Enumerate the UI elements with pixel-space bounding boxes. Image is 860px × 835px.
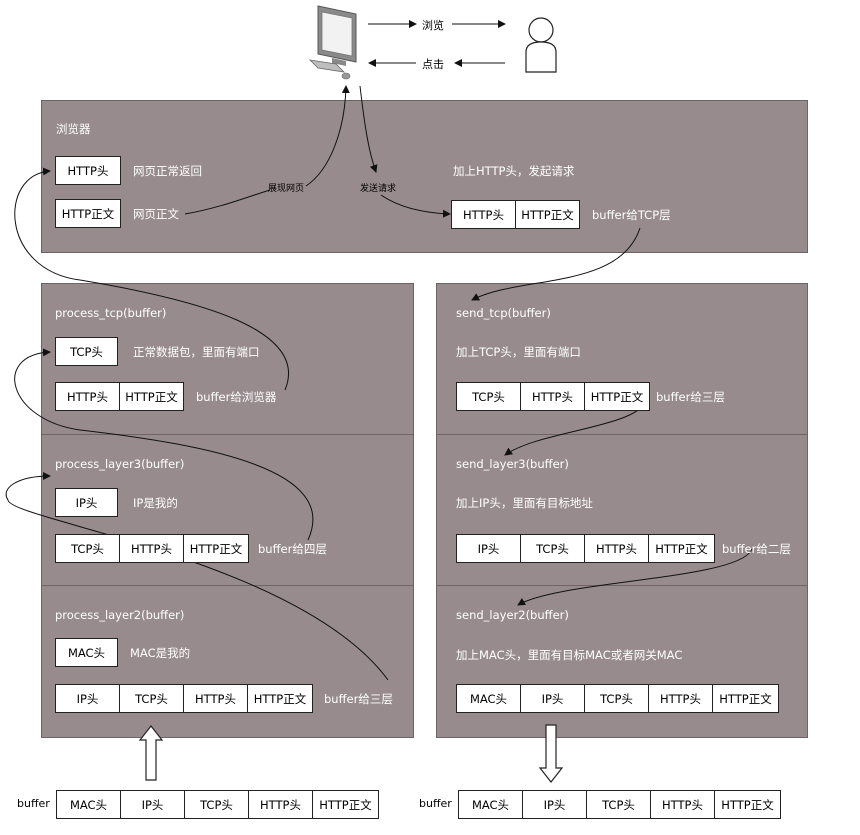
send-tcp-desc: 加上TCP头，里面有端口 (456, 345, 581, 359)
recv-l2-title: process_layer2(buffer) (55, 608, 185, 622)
add-http-header-desc: 加上HTTP头，发起请求 (453, 164, 575, 178)
recv-tcp-title: process_tcp(buffer) (55, 306, 167, 320)
ip-head-box: IP头 (55, 488, 118, 517)
packet-cell: HTTP头 (184, 685, 248, 712)
mac-head-cell: MAC头 (67, 645, 106, 660)
send-l3-note: buffer给二层 (722, 542, 791, 556)
packet-cell: TCP头 (457, 383, 521, 410)
recv-tcp-note: buffer给浏览器 (196, 390, 277, 404)
send-tcp-note: buffer给三层 (656, 390, 725, 404)
http-body-desc: 网页正文 (133, 207, 179, 221)
packet-cell: HTTP头 (585, 535, 649, 562)
packet-cell: TCP头 (587, 791, 651, 818)
http-head-cell: HTTP头 (67, 163, 109, 178)
packet-cell: TCP头 (56, 535, 120, 562)
packet-cell: TCP头 (585, 685, 649, 712)
http-head-box: HTTP头 (55, 156, 121, 185)
packet-cell: IP头 (457, 535, 521, 562)
bottom-left-buffer-label: buffer (17, 797, 50, 810)
render-label: 展现网页 (268, 184, 305, 194)
packet-cell: MAC头 (57, 791, 121, 818)
send-l2-packet: MAC头 IP头 TCP头 HTTP头 HTTP正文 (456, 684, 779, 713)
packet-cell: HTTP正文 (590, 389, 644, 404)
http-body-cell: HTTP正文 (61, 206, 115, 221)
recv-l3-note: buffer给四层 (258, 542, 327, 556)
packet-cell: IP头 (523, 791, 587, 818)
recv-l3-title: process_layer3(buffer) (55, 457, 185, 471)
recv-l2-packet: IP头 TCP头 HTTP头 HTTP正文 (55, 684, 313, 713)
packet-cell: IP头 (56, 685, 120, 712)
send-tcp-title: send_tcp(buffer) (456, 306, 551, 320)
send-divider-l3 (436, 434, 808, 435)
send-l3-desc: 加上IP头，里面有目标地址 (456, 496, 593, 510)
packet-cell: HTTP正文 (521, 207, 574, 222)
receive-divider-l2 (41, 585, 414, 586)
browse-label: 浏览 (422, 19, 444, 32)
packet-cell: HTTP正文 (655, 541, 708, 556)
send-l2-title: send_layer2(buffer) (456, 608, 569, 622)
send-divider-l2 (436, 585, 808, 586)
browser-packet-note: buffer给TCP层 (592, 208, 671, 222)
send-l3-packet: IP头 TCP头 HTTP头 HTTP正文 (456, 534, 715, 563)
browser-panel-title: 浏览器 (56, 122, 91, 136)
http-head-desc: 网页正常返回 (133, 164, 202, 178)
bottom-right-buffer-label: buffer (419, 797, 452, 810)
recv-l2-desc: MAC是我的 (130, 646, 191, 660)
send-stack-panel (436, 283, 808, 738)
user-icon (525, 17, 557, 73)
ip-head-cell: IP头 (75, 495, 98, 510)
recv-l3-desc: IP是我的 (133, 496, 178, 510)
packet-cell: IP头 (521, 685, 585, 712)
packet-cell: HTTP头 (56, 383, 120, 410)
packet-cell: MAC头 (457, 685, 521, 712)
recv-tcp-packet: HTTP头 HTTP正文 (55, 382, 184, 411)
send-l2-desc: 加上MAC头，里面有目标MAC或者网关MAC (456, 648, 683, 662)
tcp-head-cell: TCP头 (70, 344, 103, 359)
packet-cell: HTTP正文 (721, 797, 774, 812)
tcp-head-box: TCP头 (55, 337, 118, 366)
recv-l3-packet: TCP头 HTTP头 HTTP正文 (55, 534, 249, 563)
packet-cell: TCP头 (185, 791, 249, 818)
computer-icon (308, 5, 357, 80)
packet-cell: HTTP头 (521, 383, 585, 410)
packet-cell: HTTP头 (452, 201, 516, 228)
bottom-left-buffer: MAC头 IP头 TCP头 HTTP头 HTTP正文 (56, 790, 379, 819)
browser-packet: HTTP头 HTTP正文 (451, 200, 580, 229)
packet-cell: TCP头 (120, 685, 184, 712)
mac-head-box: MAC头 (55, 638, 118, 667)
send-tcp-packet: TCP头 HTTP头 HTTP正文 (456, 382, 650, 411)
send-request-label: 发送请求 (360, 184, 397, 194)
packet-cell: HTTP头 (120, 535, 184, 562)
packet-cell: HTTP正文 (189, 541, 243, 556)
packet-cell: HTTP头 (649, 685, 713, 712)
packet-cell: HTTP正文 (319, 797, 372, 812)
packet-cell: HTTP正文 (253, 691, 307, 706)
recv-l2-note: buffer给三层 (324, 692, 393, 706)
packet-cell: MAC头 (459, 791, 523, 818)
packet-cell: HTTP头 (249, 791, 313, 818)
recv-tcp-desc: 正常数据包，里面有端口 (133, 345, 260, 359)
packet-cell: TCP头 (521, 535, 585, 562)
packet-cell: IP头 (121, 791, 185, 818)
receive-divider-l3 (41, 434, 414, 435)
bottom-right-buffer: MAC头 IP头 TCP头 HTTP头 HTTP正文 (458, 790, 781, 819)
send-l3-title: send_layer3(buffer) (456, 457, 569, 471)
click-label: 点击 (422, 58, 444, 71)
packet-cell: HTTP正文 (719, 691, 772, 706)
packet-cell: HTTP正文 (125, 389, 178, 404)
packet-cell: HTTP头 (651, 791, 715, 818)
http-body-box: HTTP正文 (55, 199, 121, 228)
